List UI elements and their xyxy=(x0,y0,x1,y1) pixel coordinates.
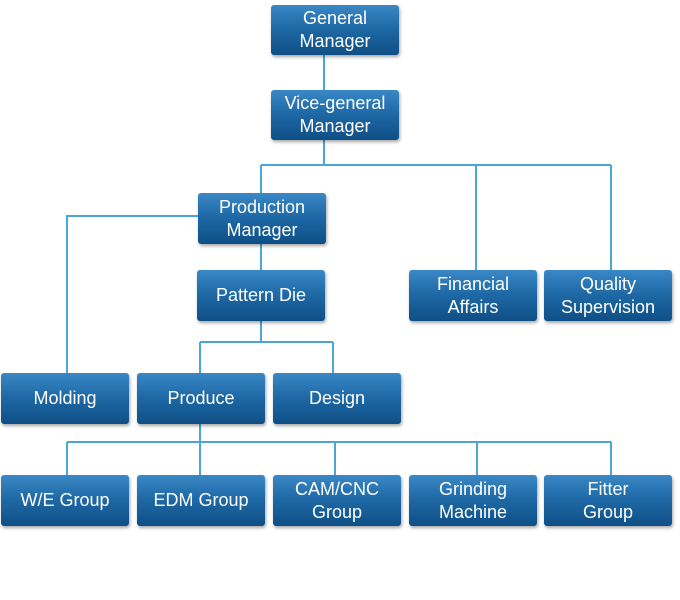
molding-box: Molding xyxy=(1,373,129,424)
pattern-die-box: Pattern Die xyxy=(197,270,325,321)
fitter-group-label: Fitter Group xyxy=(582,478,634,522)
cam-cnc-group-label: CAM/CNC Group xyxy=(295,478,379,522)
general-manager-box: General Manager xyxy=(271,5,399,55)
produce-label: Produce xyxy=(167,388,235,408)
fitter-group-box: Fitter Group xyxy=(544,475,672,526)
pattern-die-label: Pattern Die xyxy=(215,285,307,305)
vice-general-manager-box: Vice-general Manager xyxy=(271,90,399,140)
design-box: Design xyxy=(273,373,401,424)
we-group-label: W/E Group xyxy=(20,490,110,510)
edm-group-box: EDM Group xyxy=(137,475,265,526)
design-label: Design xyxy=(308,388,366,408)
connector-pm-to-molding xyxy=(66,215,198,373)
production-manager-label: Production Manager xyxy=(218,196,306,240)
grinding-machine-box: Grinding Machine xyxy=(409,475,537,526)
financial-affairs-label: Financial Affairs xyxy=(436,273,510,317)
cam-cnc-group-box: CAM/CNC Group xyxy=(273,475,401,526)
financial-affairs-box: Financial Affairs xyxy=(409,270,537,321)
general-manager-label: General Manager xyxy=(299,8,371,51)
edm-group-label: EDM Group xyxy=(153,490,249,510)
molding-label: Molding xyxy=(33,388,97,408)
grinding-machine-label: Grinding Machine xyxy=(438,478,508,522)
quality-supervision-box: Quality Supervision xyxy=(544,270,672,321)
we-group-box: W/E Group xyxy=(1,475,129,526)
quality-supervision-label: Quality Supervision xyxy=(560,273,656,317)
vice-general-manager-label: Vice-general Manager xyxy=(284,93,386,136)
production-manager-box: Production Manager xyxy=(198,193,326,244)
produce-box: Produce xyxy=(137,373,265,424)
